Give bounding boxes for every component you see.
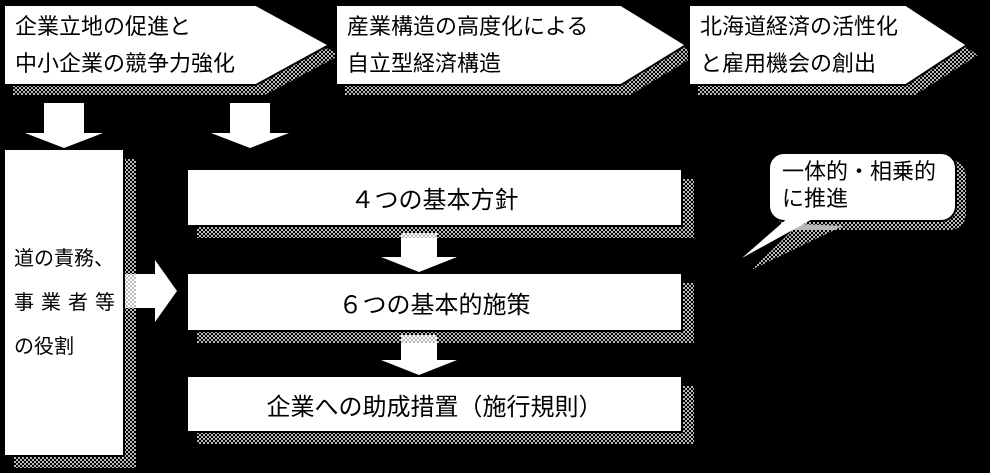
text-line: に推進 xyxy=(782,186,849,211)
text-line: 北海道経済の活性化 xyxy=(700,14,899,39)
text-line: 自立型経済構造 xyxy=(347,51,502,76)
center-box-basic-policies: ４つの基本方針 xyxy=(186,168,683,227)
flow-step-1: 企業立地の促進と 中小企業の競争力強化 xyxy=(3,4,332,86)
callout-bubble: 一体的・相乗的 に推進 xyxy=(768,152,957,222)
flow-step-3-text: 北海道経済の活性化 と雇用機会の創出 xyxy=(700,8,898,82)
text-line: の役割 xyxy=(14,335,74,358)
down-arrow-icon xyxy=(25,103,103,148)
center-box-label: ４つの基本方針 xyxy=(350,187,519,214)
text-line: と雇用機会の創出 xyxy=(700,51,877,76)
center-box-subsidy-measures: 企業への助成措置（施行規則） xyxy=(186,375,683,433)
text-line: 道の責務、 xyxy=(14,247,114,270)
chevron-right-icon xyxy=(3,4,332,86)
callout-tail-shadow xyxy=(751,224,843,270)
text-line: 産業構造の高度化による xyxy=(347,14,589,39)
center-box-basic-measures: ６つの基本的施策 xyxy=(186,272,683,332)
text-line: 中小企業の競争力強化 xyxy=(15,51,236,76)
left-panel: 道の責務、 事業者等 の役割 xyxy=(3,148,125,457)
chevron-right-icon xyxy=(335,4,688,86)
down-arrow-icon xyxy=(381,233,457,272)
flow-step-3: 北海道経済の活性化 と雇用機会の創出 xyxy=(688,4,970,86)
text-line: 事業者等 xyxy=(14,291,122,314)
chevron-right-icon xyxy=(688,4,969,86)
down-arrow-icon xyxy=(211,103,289,148)
center-box-label: ６つの基本的施策 xyxy=(338,291,531,319)
flow-step-2-text: 産業構造の高度化による 自立型経済構造 xyxy=(347,8,588,82)
text-line: 一体的・相乗的 xyxy=(782,159,937,184)
text-line: 企業立地の促進と xyxy=(15,14,192,39)
center-box-label: 企業への助成措置（施行規則） xyxy=(266,393,603,421)
flow-step-1-text: 企業立地の促進と 中小企業の競争力強化 xyxy=(15,8,235,82)
flow-step-2: 産業構造の高度化による 自立型経済構造 xyxy=(335,4,689,86)
